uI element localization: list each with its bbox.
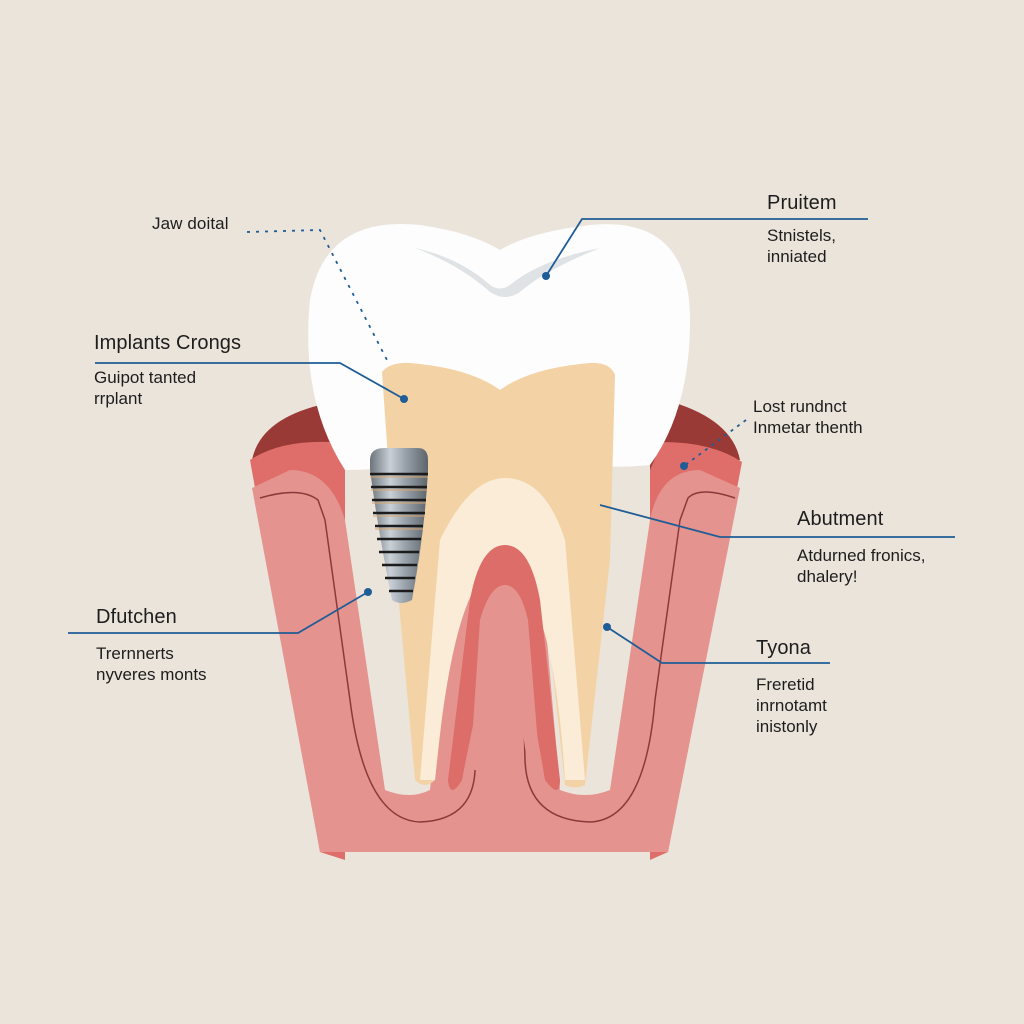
label-pruitem: Pruitem Stnistels, inniated <box>767 192 837 267</box>
label-tyona: Tyona Freretid inrnotamt inistonly <box>756 637 827 737</box>
label-title: Pruitem <box>767 192 837 214</box>
label-desc: Stnistels, inniated <box>767 226 836 266</box>
label-implants-crowns: Implants Crongs Guipot tanted rrplant <box>94 332 241 409</box>
leader-lines <box>68 218 955 664</box>
label-jaw-dental: Jaw doital <box>152 214 229 234</box>
label-lost-tooth: Lost rundnct Inmetar thenth <box>753 396 863 438</box>
label-desc: Inmetar thenth <box>753 418 863 437</box>
pulp-chamber <box>420 478 585 780</box>
label-desc: Freretid inrnotamt inistonly <box>756 675 827 736</box>
label-desc: Trernnerts nyveres monts <box>96 644 207 684</box>
occlusal-groove-highlight <box>415 248 600 297</box>
label-title: Implants Crongs <box>94 332 242 354</box>
implant-screw <box>370 448 428 603</box>
label-dfutchen: Dfutchen Trernnerts nyveres monts <box>96 606 207 685</box>
label-title: Jaw doital <box>152 214 229 233</box>
label-title: Lost rundnct <box>753 397 847 416</box>
label-title: Tyona <box>756 637 811 659</box>
label-desc: Atdurned fronics, dhalery! <box>797 546 926 586</box>
leader-dots <box>364 272 688 631</box>
label-title: Abutment <box>797 508 884 530</box>
root-canal <box>448 545 560 790</box>
label-title: Dfutchen <box>96 606 177 628</box>
label-desc: Guipot tanted rrplant <box>94 368 197 408</box>
label-abutment: Abutment Atdurned fronics, dhalery! <box>797 508 926 587</box>
